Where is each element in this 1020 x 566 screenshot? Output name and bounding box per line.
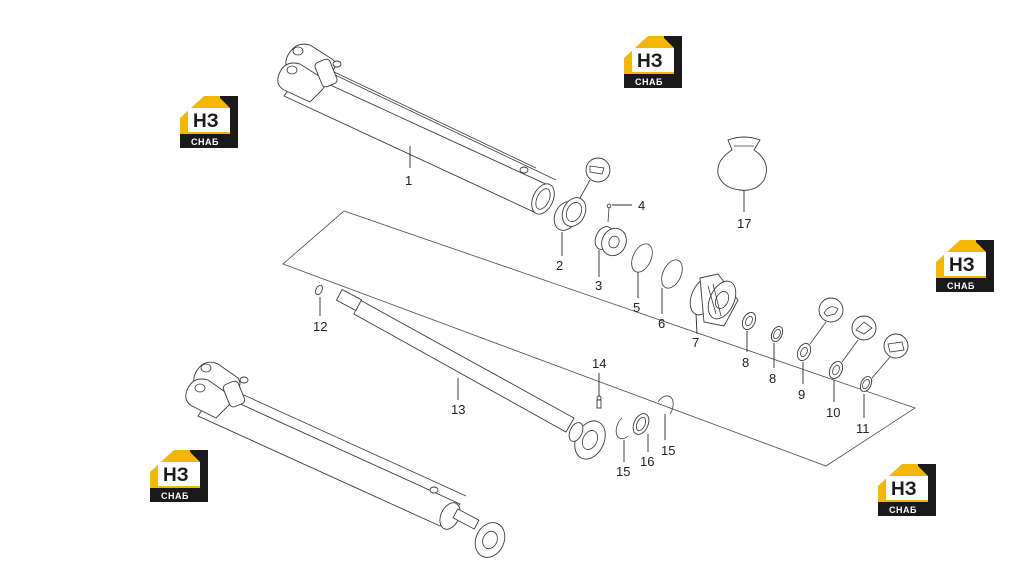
part-10-seal xyxy=(828,315,877,379)
callout-10: 10 xyxy=(826,405,840,420)
part-15-circlip-a xyxy=(615,417,629,440)
callout-11: 11 xyxy=(856,421,870,436)
callout-numbers: 1 2 3 4 5 6 7 8 8 9 10 11 12 13 14 15 15… xyxy=(313,173,870,479)
svg-text:СНАБ: СНАБ xyxy=(191,137,219,147)
part-5-o-ring xyxy=(631,243,653,273)
part-15-circlip-b xyxy=(657,395,674,415)
watermark-logo-4: НЗ СНАБ xyxy=(150,450,208,502)
callout-12: 12 xyxy=(313,319,327,334)
callout-1: 1 xyxy=(405,173,412,188)
callout-9: 9 xyxy=(798,387,805,402)
svg-text:СНАБ: СНАБ xyxy=(889,505,917,515)
watermark-logo-2: НЗ СНАБ xyxy=(180,96,238,148)
part-11-wiper xyxy=(859,333,909,393)
callout-16: 16 xyxy=(640,454,654,469)
callout-8b: 8 xyxy=(769,371,776,386)
callout-5: 5 xyxy=(633,300,640,315)
part-7-piston xyxy=(689,273,739,327)
svg-text:СНАБ: СНАБ xyxy=(635,77,663,87)
callout-3: 3 xyxy=(595,278,602,293)
rod-assembly-frame xyxy=(282,210,916,467)
callout-4: 4 xyxy=(638,198,645,213)
callout-7: 7 xyxy=(692,335,699,350)
watermark-logo-5: НЗ СНАБ xyxy=(878,464,936,516)
part-12-ring xyxy=(315,284,323,296)
callout-6: 6 xyxy=(658,316,665,331)
cylinder-barrel-upper xyxy=(277,43,557,215)
part-8-ring-b xyxy=(770,325,784,343)
watermark-logo-1: НЗ СНАБ xyxy=(624,36,682,88)
assembled-cylinder-lower xyxy=(185,361,506,558)
part-17-grease-pouch xyxy=(717,136,767,191)
part-14-grease-nipple xyxy=(596,395,602,409)
svg-text:НЗ: НЗ xyxy=(193,111,219,132)
svg-text:НЗ: НЗ xyxy=(891,479,917,500)
part-8-ring-a xyxy=(741,312,757,330)
svg-text:СНАБ: СНАБ xyxy=(161,491,189,501)
seal-detail-bubble-a xyxy=(579,157,611,199)
part-6-o-ring xyxy=(661,259,683,289)
part-4-screw xyxy=(606,203,612,223)
part-3-gland xyxy=(594,226,627,257)
callout-14: 14 xyxy=(592,356,606,371)
callout-15a: 15 xyxy=(616,464,630,479)
part-9-seal xyxy=(796,297,844,361)
svg-text:СНАБ: СНАБ xyxy=(947,281,975,291)
callout-17: 17 xyxy=(737,216,751,231)
svg-text:НЗ: НЗ xyxy=(949,255,975,276)
part-13-piston-rod xyxy=(335,288,606,460)
callout-15b: 15 xyxy=(661,443,675,458)
callout-2: 2 xyxy=(556,258,563,273)
watermark-logo-3: НЗ СНАБ xyxy=(936,240,994,292)
svg-text:НЗ: НЗ xyxy=(637,51,663,72)
part-2-bushing xyxy=(553,197,587,231)
callout-8a: 8 xyxy=(742,355,749,370)
leader-lines xyxy=(319,146,865,462)
callout-13: 13 xyxy=(451,402,465,417)
part-16-bushing xyxy=(632,413,650,435)
svg-text:НЗ: НЗ xyxy=(163,465,189,486)
